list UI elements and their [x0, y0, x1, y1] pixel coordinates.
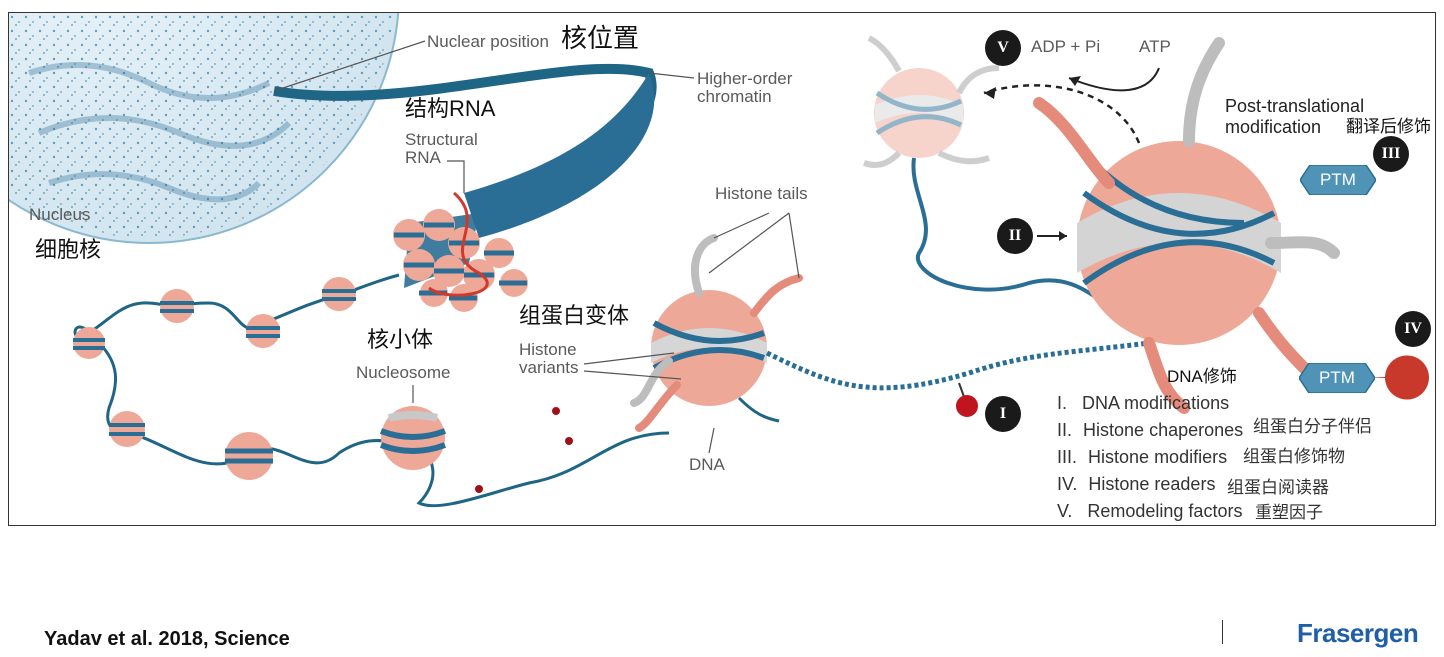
legend-numeral: II. — [1057, 420, 1073, 440]
center-nucleosome — [630, 234, 803, 432]
legend-zh-iii: 组蛋白修饰物 — [1243, 447, 1345, 466]
beads-on-string — [73, 273, 670, 508]
faded-nucleosome — [863, 35, 1000, 168]
legend-row-iii: III. Histone modifiers — [1057, 447, 1227, 468]
nuclear-position-label: Nuclear position — [427, 32, 549, 51]
legend-numeral: IV. — [1057, 474, 1078, 494]
ptm-tag-top: PTM — [1300, 165, 1376, 195]
structural-rna-label: Structural RNA — [405, 130, 478, 167]
legend-row-v: V. Remodeling factors — [1057, 501, 1242, 522]
ptm-tag-bottom: PTM — [1299, 363, 1375, 393]
remodel-dna — [911, 157, 1121, 315]
marker-i: I — [985, 396, 1021, 432]
remodel-arrow — [983, 84, 1141, 144]
legend-numeral: I. — [1057, 393, 1068, 413]
adp-pi-label: ADP + Pi — [1031, 37, 1101, 56]
ptm-tag-bottom-text: PTM — [1319, 368, 1355, 387]
legend-text: Remodeling factors — [1087, 501, 1243, 521]
atp-arrow — [1068, 67, 1160, 92]
legend-row-iv: IV. Histone readers — [1057, 474, 1215, 495]
legend-row-ii: II. Histone chaperones — [1057, 420, 1243, 441]
marker-iii: III — [1373, 136, 1409, 172]
nucleus-shape — [9, 13, 400, 244]
nucleosome-highlight — [379, 406, 447, 470]
marker-ii: II — [997, 218, 1033, 254]
citation: Yadav et al. 2018, Science — [44, 628, 290, 650]
legend-zh-iv: 组蛋白阅读器 — [1227, 478, 1329, 497]
histone-tails-label: Histone tails — [715, 184, 808, 203]
dna-label: DNA — [689, 455, 725, 474]
nuclear-position-label-zh: 核位置 — [561, 23, 640, 53]
brand-logo: Frasergen — [1297, 618, 1419, 648]
ptm-label-zh: 翻译后修饰 — [1346, 117, 1431, 136]
nucleus-label-zh: 细胞核 — [35, 237, 102, 262]
nucleus-label: Nucleus — [29, 205, 91, 224]
nucleosome-cluster — [393, 191, 528, 312]
atp-label: ATP — [1139, 37, 1171, 56]
legend-zh-ii: 组蛋白分子伴侣 — [1253, 417, 1372, 436]
legend-numeral: III. — [1057, 447, 1078, 467]
marker-iv: IV — [1395, 311, 1431, 347]
linker-dna — [765, 340, 1150, 391]
legend-text: Histone modifiers — [1088, 447, 1228, 467]
dna-methylation-dots — [475, 407, 573, 493]
brand-divider — [1222, 620, 1223, 644]
ptm-label: Post-translational modification — [1225, 96, 1365, 137]
dna-modification-label-zh: DNA修饰 — [1167, 367, 1237, 386]
pointer-lines — [273, 40, 800, 454]
mini-nucleosome — [73, 277, 356, 480]
legend-text: Histone chaperones — [1083, 420, 1244, 440]
marker-v: V — [985, 30, 1021, 66]
legend-zh-v: 重塑因子 — [1255, 503, 1323, 522]
chromatin-figure: Nuclear position 核位置 Higher-order chroma… — [8, 12, 1436, 526]
nucleosome-label-zh: 核小体 — [367, 327, 434, 352]
dna-modification-dot — [956, 395, 978, 417]
legend-text: DNA modifications — [1082, 393, 1230, 413]
legend-text: Histone readers — [1088, 474, 1216, 494]
histone-variants-label-zh: 组蛋白变体 — [519, 303, 630, 328]
legend-numeral: V. — [1057, 501, 1073, 521]
histone-variants-label: Histone variants — [519, 340, 579, 377]
higher-order-chromatin-label: Higher-order chromatin — [697, 69, 793, 106]
histone-reader-shape — [1365, 355, 1429, 400]
structural-rna-label-zh: 结构RNA — [405, 96, 496, 121]
ptm-tag-top-text: PTM — [1320, 170, 1356, 189]
nucleosome-label: Nucleosome — [356, 363, 451, 382]
legend-row-i: I. DNA modifications — [1057, 393, 1229, 414]
